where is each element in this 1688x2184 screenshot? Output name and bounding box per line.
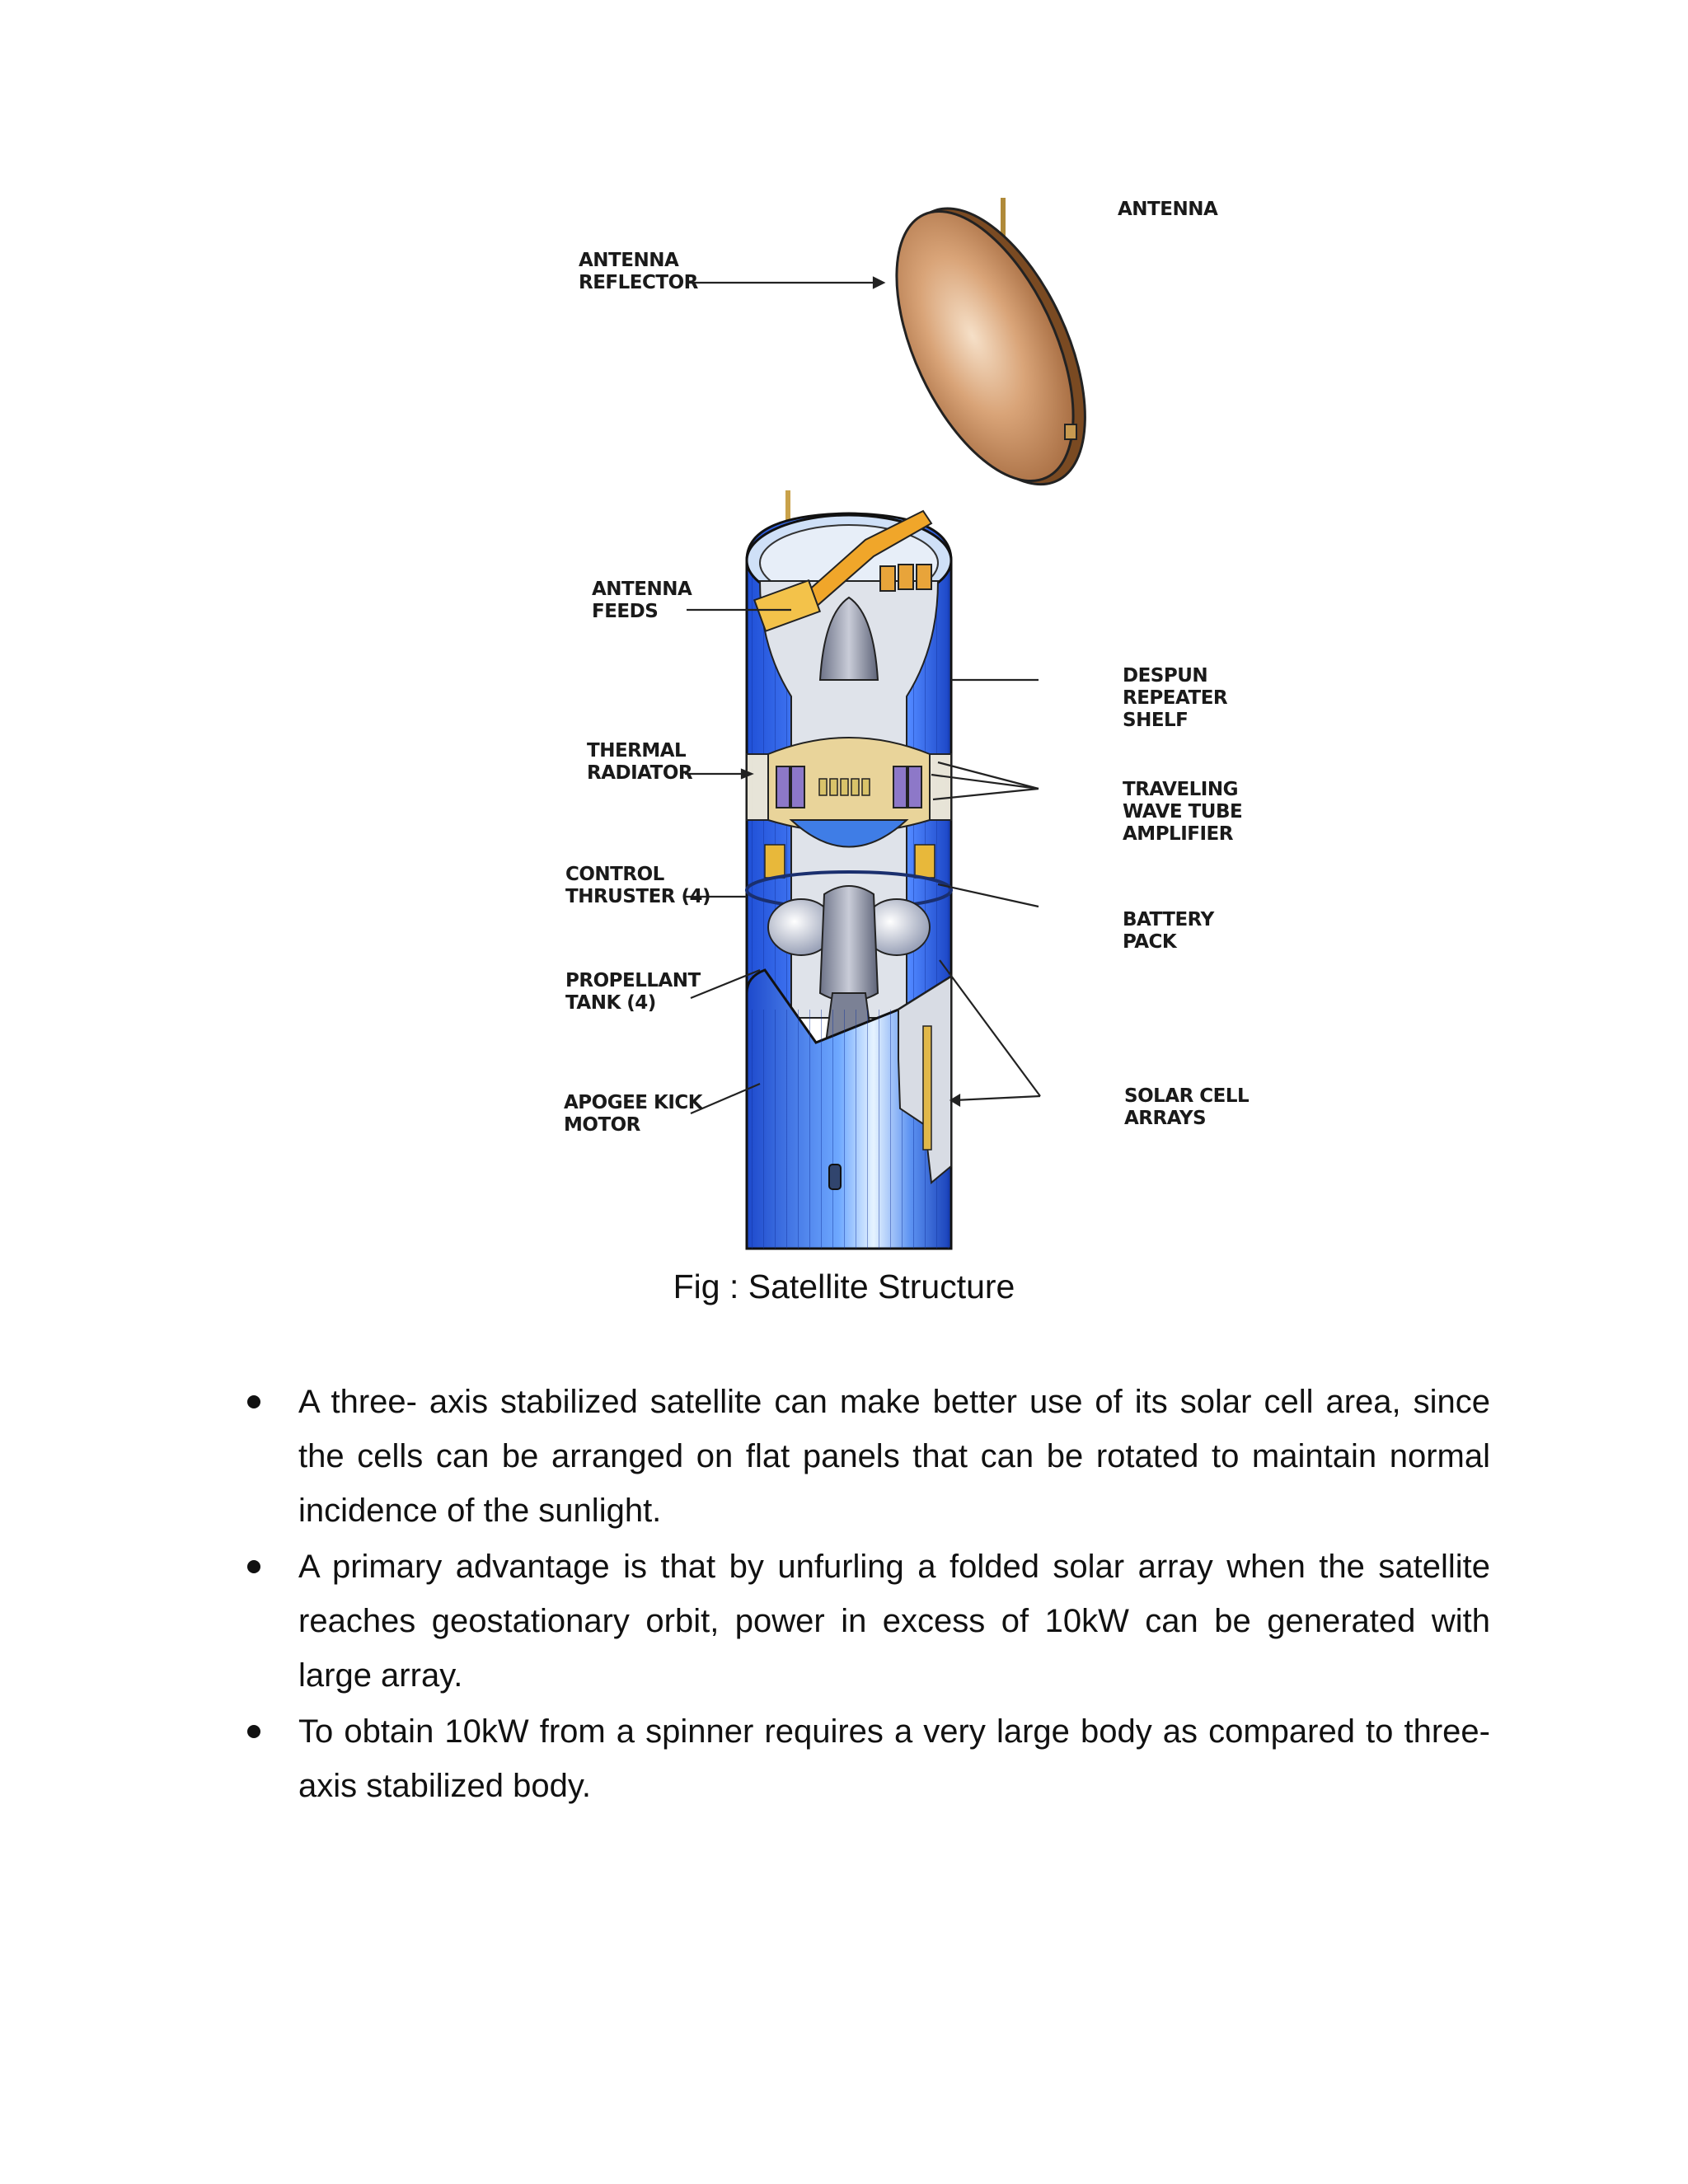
bullet-icon	[247, 1395, 260, 1408]
label-despun-repeater-shelf: DESPUN REPEATER SHELF	[1123, 665, 1228, 731]
label-traveling-wave-tube-amplifier: TRAVELING WAVE TUBE AMPLIFIER	[1123, 779, 1243, 845]
bullet-icon	[247, 1560, 260, 1573]
bullet-item: A three- axis stabilized satellite can m…	[247, 1375, 1490, 1538]
label-solar-cell-arrays: SOLAR CELL ARRAYS	[1124, 1085, 1250, 1129]
satellite-illustration	[684, 198, 1086, 1250]
bullet-item: A primary advantage is that by unfurling…	[247, 1540, 1490, 1703]
label-propellant-tank: PROPELLANT TANK (4)	[565, 970, 701, 1014]
figure-caption: Fig : Satellite Structure	[673, 1268, 1015, 1305]
bullet-text: To obtain 10kW from a spinner requires a…	[298, 1713, 1490, 1804]
bullet-text: A three- axis stabilized satellite can m…	[298, 1384, 1490, 1529]
bullet-text: A primary advantage is that by unfurling…	[298, 1549, 1490, 1694]
label-antenna: ANTENNA	[1118, 199, 1218, 220]
bullet-item: To obtain 10kW from a spinner requires a…	[247, 1704, 1490, 1813]
label-control-thruster: CONTROL THRUSTER (4)	[565, 864, 711, 907]
label-apogee-kick-motor: APOGEE KICK MOTOR	[564, 1092, 703, 1136]
bullet-icon	[247, 1725, 260, 1738]
bullet-list: A three- axis stabilized satellite can m…	[247, 1375, 1490, 1815]
label-antenna-reflector: ANTENNA REFLECTOR	[579, 250, 698, 293]
satellite-structure-figure: ANTENNA ANTENNA REFLECTOR ANTENNA FEEDS …	[544, 185, 1253, 1273]
label-antenna-feeds: ANTENNA FEEDS	[592, 579, 692, 622]
label-thermal-radiator: THERMAL RADIATOR	[587, 740, 693, 784]
label-battery-pack: BATTERY PACK	[1123, 909, 1214, 953]
